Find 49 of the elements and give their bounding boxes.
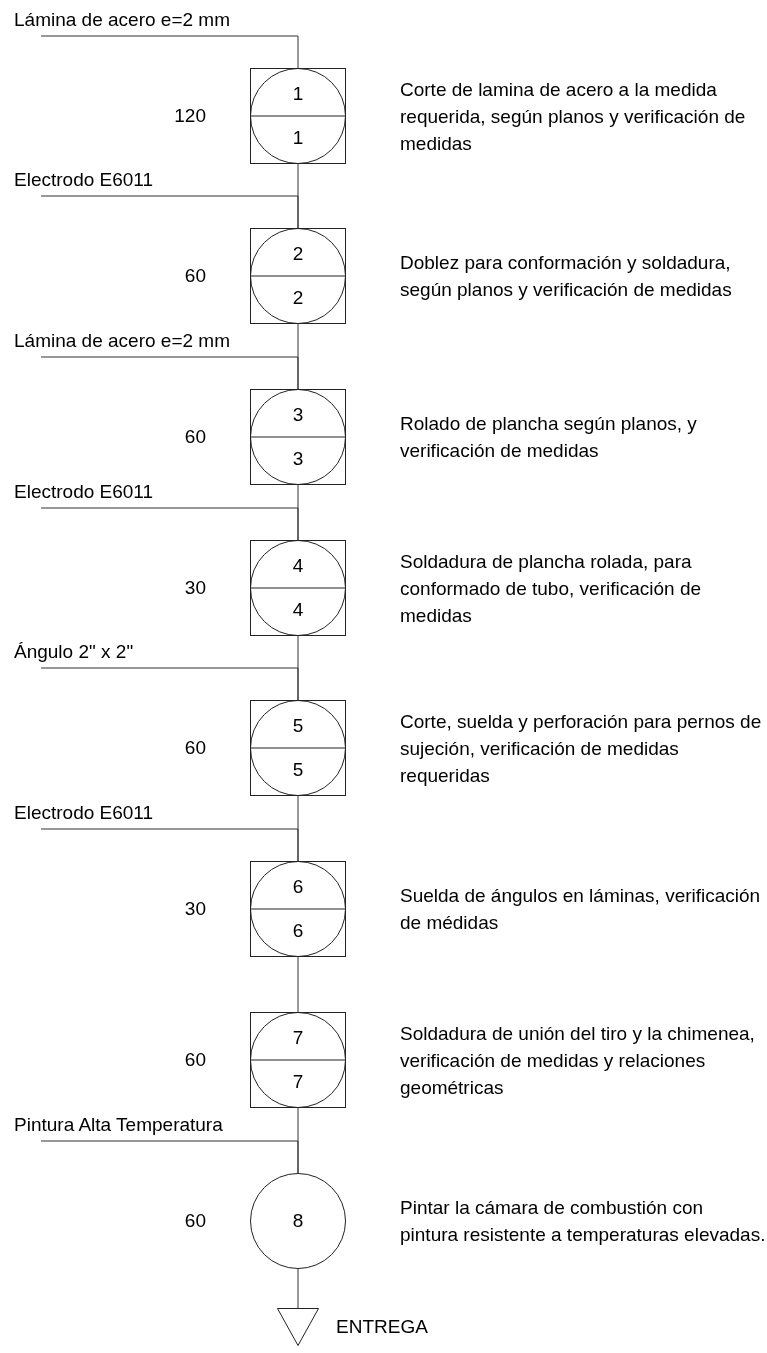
step-description: Corte de lamina de acero a la medida requerida, según planos y verificación de medidas: [400, 77, 747, 156]
step-description: Pintar la cámara de combustión con pintura resistente a temperaturas elevadas.: [400, 1196, 766, 1247]
step-number: 8: [291, 1211, 305, 1231]
flow-line: [40, 195, 299, 229]
step-number: 3: [291, 449, 305, 469]
step-description: Rolado de plancha según planos, y verificación de medidas: [400, 412, 698, 463]
time-value: 60: [184, 427, 206, 447]
step-description: Soldadura de plancha rolada, para conformado de tubo, verificación de medidas: [400, 549, 702, 628]
step-description: Doblez para conformación y soldadura, según planos y verificación de medidas: [400, 251, 733, 302]
step-number: 7: [291, 1072, 305, 1092]
step-number: 4: [291, 600, 305, 620]
material-label: Lámina de acero e=2 mm: [14, 330, 230, 352]
step-number: 2: [291, 288, 305, 308]
step-number: 5: [291, 760, 305, 780]
flow-line: [297, 1268, 299, 1309]
step-number: 6: [291, 921, 305, 941]
flow-line: [40, 1140, 299, 1174]
step-label: ENTREGA: [336, 1315, 428, 1339]
step-number: 6: [291, 877, 305, 897]
flow-line: [297, 956, 299, 1013]
storage-triangle: [277, 1308, 319, 1346]
flow-line: [40, 356, 299, 390]
flow-line: [40, 828, 299, 862]
material-label: Electrodo E6011: [14, 802, 154, 824]
material-label: Pintura Alta Temperatura: [14, 1114, 223, 1136]
material-label: Electrodo E6011: [14, 169, 154, 191]
material-label: Ángulo 2" x 2": [14, 641, 134, 663]
step-description: Suelda de ángulos en láminas, verificación de médidas: [400, 884, 762, 935]
time-value: 60: [184, 738, 206, 758]
flow-line: [40, 507, 299, 541]
step-number: 5: [291, 716, 305, 736]
step-description: Soldadura de unión del tiro y la chimenea, verificación de medidas y relaciones geométricas: [400, 1021, 756, 1100]
time-value: 30: [184, 578, 206, 598]
step-number: 1: [291, 128, 305, 148]
step-number: 2: [291, 244, 305, 264]
step-number: 1: [291, 84, 305, 104]
flow-line: [40, 35, 299, 69]
time-value: 120: [174, 106, 206, 126]
step-description: Corte, suelda y perforación para pernos de sujeción, verificación de medidas requeridas: [400, 709, 763, 788]
step-number: 4: [291, 556, 305, 576]
step-number: 3: [291, 405, 305, 425]
time-value: 60: [184, 1050, 206, 1070]
flow-line: [40, 667, 299, 701]
material-label: Lámina de acero e=2 mm: [14, 9, 230, 31]
time-value: 60: [184, 1211, 206, 1231]
step-number: 7: [291, 1028, 305, 1048]
material-label: Electrodo E6011: [14, 481, 154, 503]
time-value: 30: [184, 899, 206, 919]
time-value: 60: [184, 266, 206, 286]
